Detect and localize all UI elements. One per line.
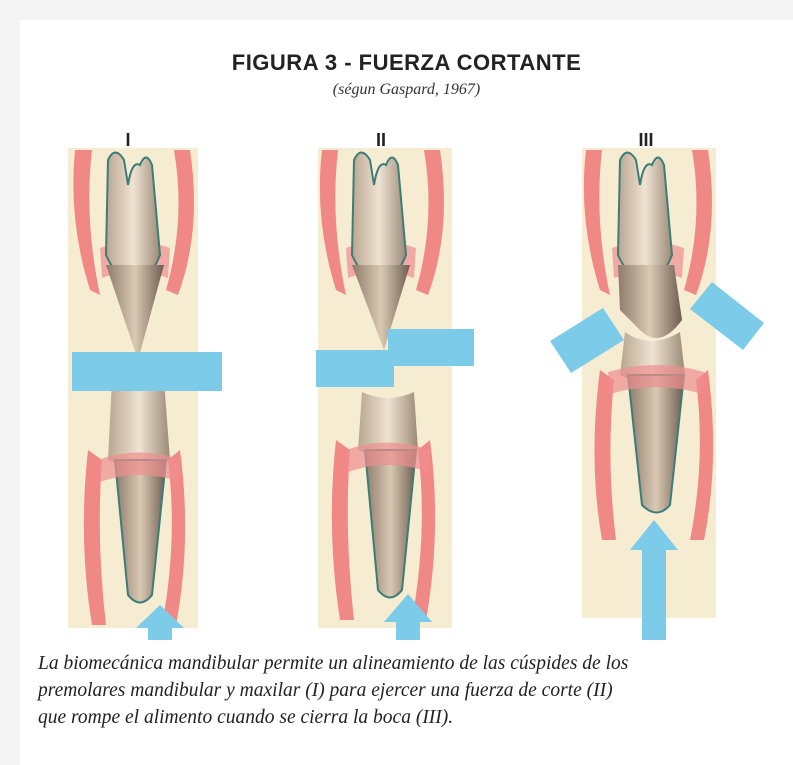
caption-line: premolares mandibular y maxilar (I) para… [38,677,778,704]
upper-tooth-root [106,153,160,283]
shear-force-bar-right [388,329,474,366]
upper-tooth-root [352,153,406,283]
figure-frame: FIGURA 3 - FUERZA CORTANTE (ségun Gaspar… [20,20,793,765]
shear-force-bar-left [316,350,394,387]
upper-tooth-root [618,153,672,283]
caption-line: La biomecánica mandibular permite un ali… [38,650,778,677]
shear-force-bar [72,352,222,391]
panel-1 [68,148,222,640]
tooth-illustration [20,20,793,645]
caption-line: que rompe el alimento cuando se cierra l… [38,704,778,731]
panel-3 [550,148,764,640]
panel-2 [316,148,474,640]
figure-caption: La biomecánica mandibular permite un ali… [38,650,778,731]
